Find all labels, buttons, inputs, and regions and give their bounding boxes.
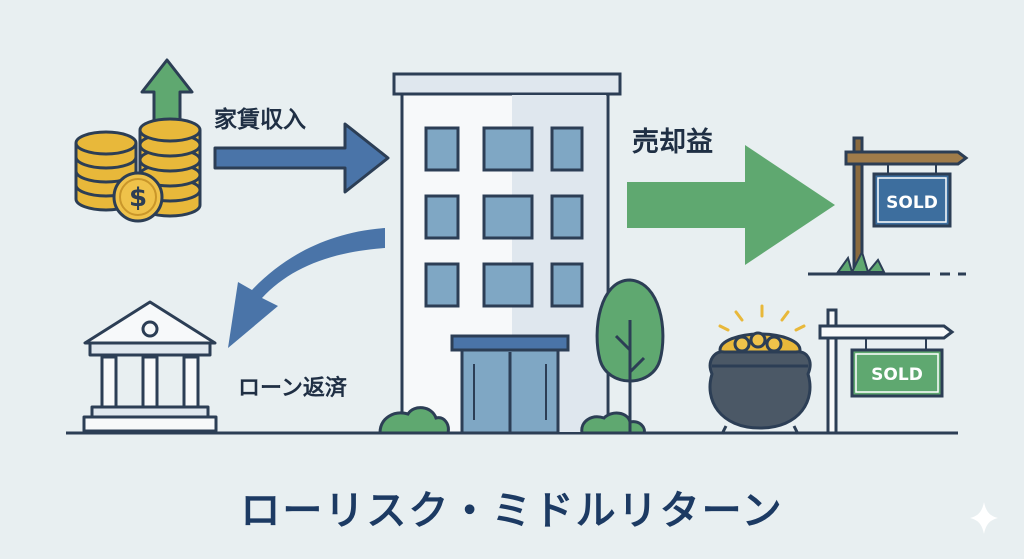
sold-sign-bottom-text: SOLD: [871, 365, 923, 385]
tagline: ローリスク・ミドルリターン: [240, 488, 784, 534]
sale-profit-arrow: [627, 145, 835, 265]
rent-income-label: 家賃収入: [214, 107, 306, 133]
loan-repayment-label: ローン返済: [238, 376, 347, 401]
sold-sign-icon: SOLD: [808, 136, 969, 276]
up-arrow-icon: [140, 58, 194, 130]
sold-sign-top-text: SOLD: [886, 193, 938, 213]
rent-income-arrow: [213, 122, 390, 194]
dollar-coin-icon: $: [112, 171, 164, 223]
sale-profit-label: 売却益: [632, 127, 713, 158]
sparkle-icon: [970, 502, 998, 534]
sold-sign-icon: SOLD: [818, 308, 955, 435]
gold-pot-icon: [708, 304, 812, 435]
bush-icon: [378, 406, 646, 435]
tree-icon: [595, 278, 665, 433]
building-icon: [392, 72, 622, 435]
bank-icon: [82, 300, 218, 433]
loan-repayment-arrow: [228, 228, 385, 348]
svg-text:$: $: [129, 183, 147, 213]
